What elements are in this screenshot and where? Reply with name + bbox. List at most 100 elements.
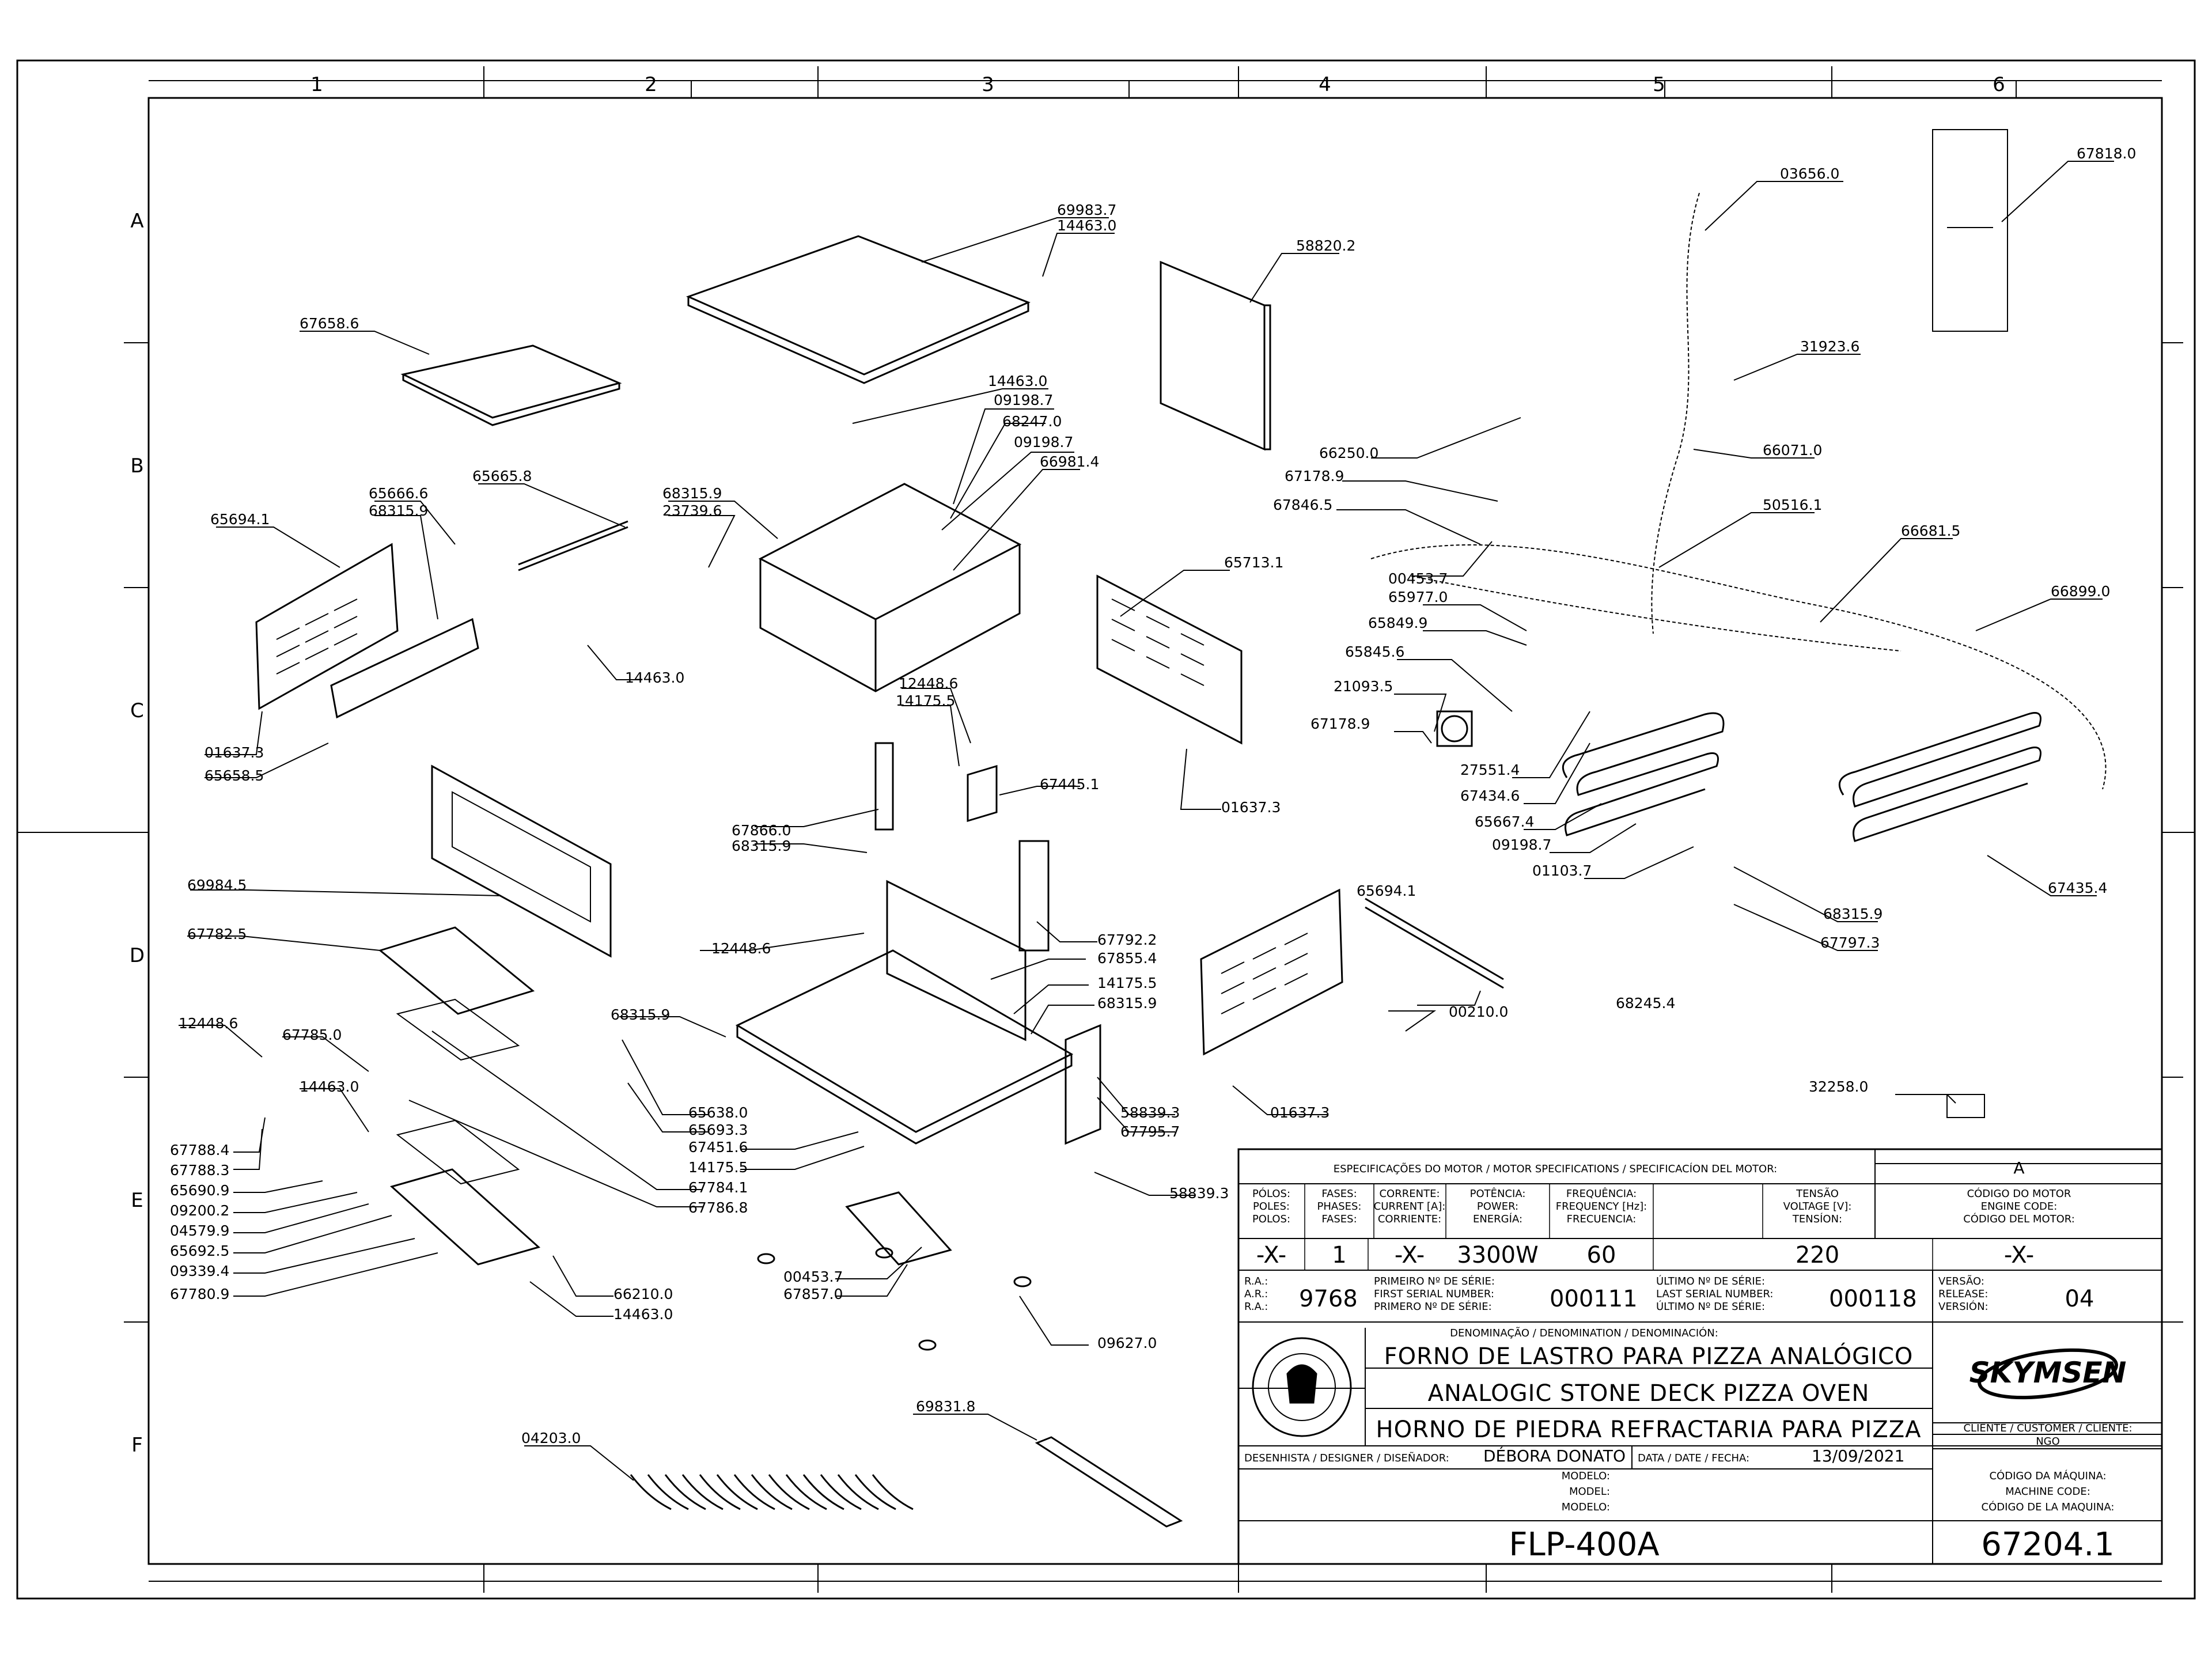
power-label: POWER: [1477, 1200, 1518, 1213]
part-callout: 09339.4 [170, 1263, 229, 1279]
callout-leaders [179, 161, 2114, 1481]
phases-label: PHASES: [1317, 1200, 1362, 1213]
part-callout: 68245.4 [1616, 995, 1675, 1012]
part-callout: 12448.6 [179, 1015, 238, 1032]
poles-value: -X- [1256, 1242, 1286, 1268]
door-part [378, 926, 535, 1015]
part-callout: 09198.7 [1492, 836, 1551, 853]
right-vent-panel-part [1096, 574, 1243, 745]
part-callout: 09198.7 [1014, 434, 1073, 450]
last-serial-value: 000118 [1829, 1286, 1917, 1312]
current-label: CORRENTE: [1379, 1188, 1440, 1200]
part-callout: 12448.6 [711, 940, 771, 957]
poles-label: PÓLOS: [1252, 1187, 1290, 1200]
part-callout: 67434.6 [1460, 787, 1520, 804]
part-callout: 14463.0 [300, 1078, 359, 1095]
part-callout: 12448.6 [899, 675, 958, 692]
machine-code-label: MACHINE CODE: [2005, 1486, 2090, 1498]
designer-label: DESENHISTA / DESIGNER / DISEÑADOR: [1244, 1452, 1449, 1464]
part-callout: 65694.1 [210, 511, 270, 528]
part-callout: 65845.6 [1345, 643, 1404, 660]
part-callout: 04579.9 [170, 1222, 229, 1239]
version-label: RELEASE: [1938, 1288, 1988, 1300]
brand-swoosh-icon [1978, 1348, 2118, 1400]
frequency-label: FREQUENCY [Hz]: [1556, 1200, 1647, 1213]
engine-code-label: CÓDIGO DEL MOTOR: [1963, 1213, 2075, 1225]
part-callout: 01637.3 [204, 744, 264, 761]
engine-code-label: ENGINE CODE: [1981, 1200, 2058, 1213]
part-callout: 65666.6 [369, 485, 428, 502]
part-callout: 14463.0 [625, 669, 684, 686]
part-callout: 65638.0 [688, 1104, 748, 1121]
version-label: VERSÃO: [1938, 1275, 1984, 1287]
denomination-header: DENOMINAÇÃO / DENOMINATION / DENOMINACIÓ… [1450, 1327, 1718, 1339]
part-callout: 65665.8 [472, 468, 532, 484]
column-marker: 5 [1653, 73, 1665, 96]
part-callout: 65692.5 [170, 1243, 229, 1259]
column-marker: 6 [1993, 73, 2005, 96]
part-callout: 03656.0 [1780, 165, 1839, 182]
part-callout: 65977.0 [1388, 589, 1448, 605]
title-block-text: ESPECIFICAÇÕES DO MOTOR / MOTOR SPECIFIC… [1244, 1158, 2133, 1563]
part-callout: 58839.3 [1169, 1185, 1229, 1202]
part-callout: 01637.3 [1221, 799, 1281, 816]
part-callout: 65849.9 [1368, 615, 1427, 631]
base-chassis-part [735, 949, 1074, 1133]
part-drawings [255, 129, 2107, 1528]
part-callout: 01103.7 [1532, 862, 1592, 879]
column-markers: 1 2 3 4 5 6 [310, 73, 2005, 96]
part-callout: 58839.3 [1120, 1104, 1180, 1121]
part-callout: 67178.9 [1285, 468, 1344, 484]
model-label: MODELO: [1562, 1501, 1610, 1513]
inner-chamber-part [758, 483, 1022, 620]
title-block [1237, 1148, 2163, 1565]
version-label: VERSIÓN: [1938, 1300, 1988, 1313]
label-sheet-part [1932, 129, 2008, 332]
brand-logo: SKYMSEN [1969, 1356, 2127, 1389]
frequency-label: FRECUENCIA: [1567, 1213, 1637, 1225]
machine-code-value: 67204.1 [1981, 1526, 2115, 1563]
part-callout: 14463.0 [1057, 217, 1116, 234]
first-serial-label: FIRST SERIAL NUMBER: [1374, 1288, 1494, 1300]
part-callout: 67451.6 [688, 1139, 748, 1156]
part-callout: 68315.9 [369, 502, 428, 519]
part-callout: 68315.9 [1097, 995, 1157, 1012]
row-marker: D [130, 944, 145, 967]
ra-value: 9768 [1299, 1286, 1358, 1312]
row-marker: B [130, 454, 143, 478]
frequency-label: FREQUÊNCIA: [1566, 1187, 1637, 1200]
engine-code-value: -X- [2004, 1242, 2034, 1268]
part-callout: 67788.3 [170, 1162, 229, 1179]
part-callout: 32258.0 [1809, 1078, 1868, 1095]
part-callout: 65713.1 [1224, 554, 1283, 571]
column-marker: 2 [645, 73, 657, 96]
client-value: NGO [2036, 1435, 2060, 1448]
power-value: 3300W [1457, 1242, 1538, 1268]
version-value: 04 [2065, 1286, 2094, 1312]
model-label: MODELO: [1562, 1470, 1610, 1482]
part-callout: 67178.9 [1310, 715, 1370, 732]
first-serial-value: 000111 [1550, 1286, 1638, 1312]
part-callout: 14463.0 [988, 373, 1047, 389]
ra-label: R.A.: [1244, 1275, 1268, 1287]
part-callout: 14175.5 [688, 1159, 748, 1176]
part-callout: 67445.1 [1040, 776, 1099, 793]
client-label: CLIENTE / CUSTOMER / CLIENTE: [1963, 1422, 2132, 1434]
row-marker: E [131, 1189, 143, 1212]
part-callout: 65658.5 [204, 767, 264, 784]
part-callout: 14175.5 [1097, 975, 1157, 991]
part-callout: 69984.5 [187, 877, 247, 893]
part-callout: 09200.2 [170, 1202, 229, 1219]
row-markers: A B C D E F [130, 210, 145, 1457]
part-callout: 66210.0 [613, 1286, 673, 1302]
part-callout: 67792.2 [1097, 931, 1157, 948]
authorized-service-seal [1252, 1337, 1352, 1437]
phases-value: 1 [1332, 1242, 1346, 1268]
designer-value: DÉBORA DONATO [1483, 1446, 1626, 1465]
part-callout: 14175.5 [896, 692, 955, 709]
row-marker: A [130, 210, 143, 233]
part-callout: 65693.3 [688, 1122, 748, 1138]
power-label: POTÊNCIA: [1470, 1187, 1526, 1200]
voltage-label: TENSÃO [1796, 1187, 1839, 1200]
side-panel-part [1160, 260, 1266, 451]
